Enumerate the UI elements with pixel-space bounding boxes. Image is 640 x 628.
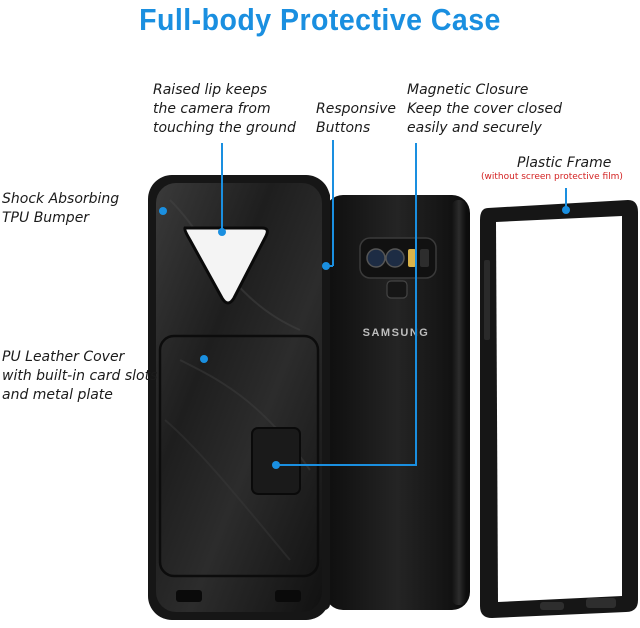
callout-plastic-frame-note: (without screen protective film) <box>481 172 623 182</box>
fingerprint-sensor-icon <box>386 280 408 299</box>
callout-pu-leather-line2: with built-in card slots <box>2 368 158 384</box>
callout-pu-leather-line3: and metal plate <box>2 387 113 403</box>
callout-raised-lip-line2: the camera from <box>153 101 271 117</box>
phone-back <box>325 195 470 610</box>
callout-magnetic-closure: Magnetic Closure Keep the cover closed e… <box>407 81 562 138</box>
callout-pu-leather: PU Leather Cover with built-in card slot… <box>2 348 157 405</box>
callout-raised-lip-line1: Raised lip keeps <box>153 82 268 98</box>
callout-raised-lip-line3: touching the ground <box>153 120 296 136</box>
page-title: Full-body Protective Case <box>139 2 501 37</box>
callout-shock-absorbing-line1: Shock Absorbing <box>2 191 120 207</box>
phone-brand-text: SAMSUNG <box>363 327 430 339</box>
callout-raised-lip: Raised lip keeps the camera from touchin… <box>153 81 296 138</box>
callout-magnetic-closure-line3: easily and securely <box>407 120 542 136</box>
plastic-frame <box>480 200 638 618</box>
callout-dots <box>159 206 570 469</box>
camera-cutout-icon <box>183 226 269 305</box>
callout-magnetic-closure-line1: Magnetic Closure <box>407 82 529 98</box>
callout-magnetic-closure-line2: Keep the cover closed <box>407 101 562 117</box>
callout-pu-leather-line1: PU Leather Cover <box>2 349 125 365</box>
callout-plastic-frame: Plastic Frame <box>517 155 612 171</box>
callout-shock-absorbing-line2: TPU Bumper <box>2 210 90 226</box>
callout-shock-absorbing: Shock Absorbing TPU Bumper <box>2 190 119 228</box>
leather-case <box>148 175 330 620</box>
callout-responsive-buttons-line2: Buttons <box>316 120 371 136</box>
callout-responsive-buttons-line1: Responsive <box>316 101 397 117</box>
callout-responsive-buttons: Responsive Buttons <box>316 100 396 138</box>
